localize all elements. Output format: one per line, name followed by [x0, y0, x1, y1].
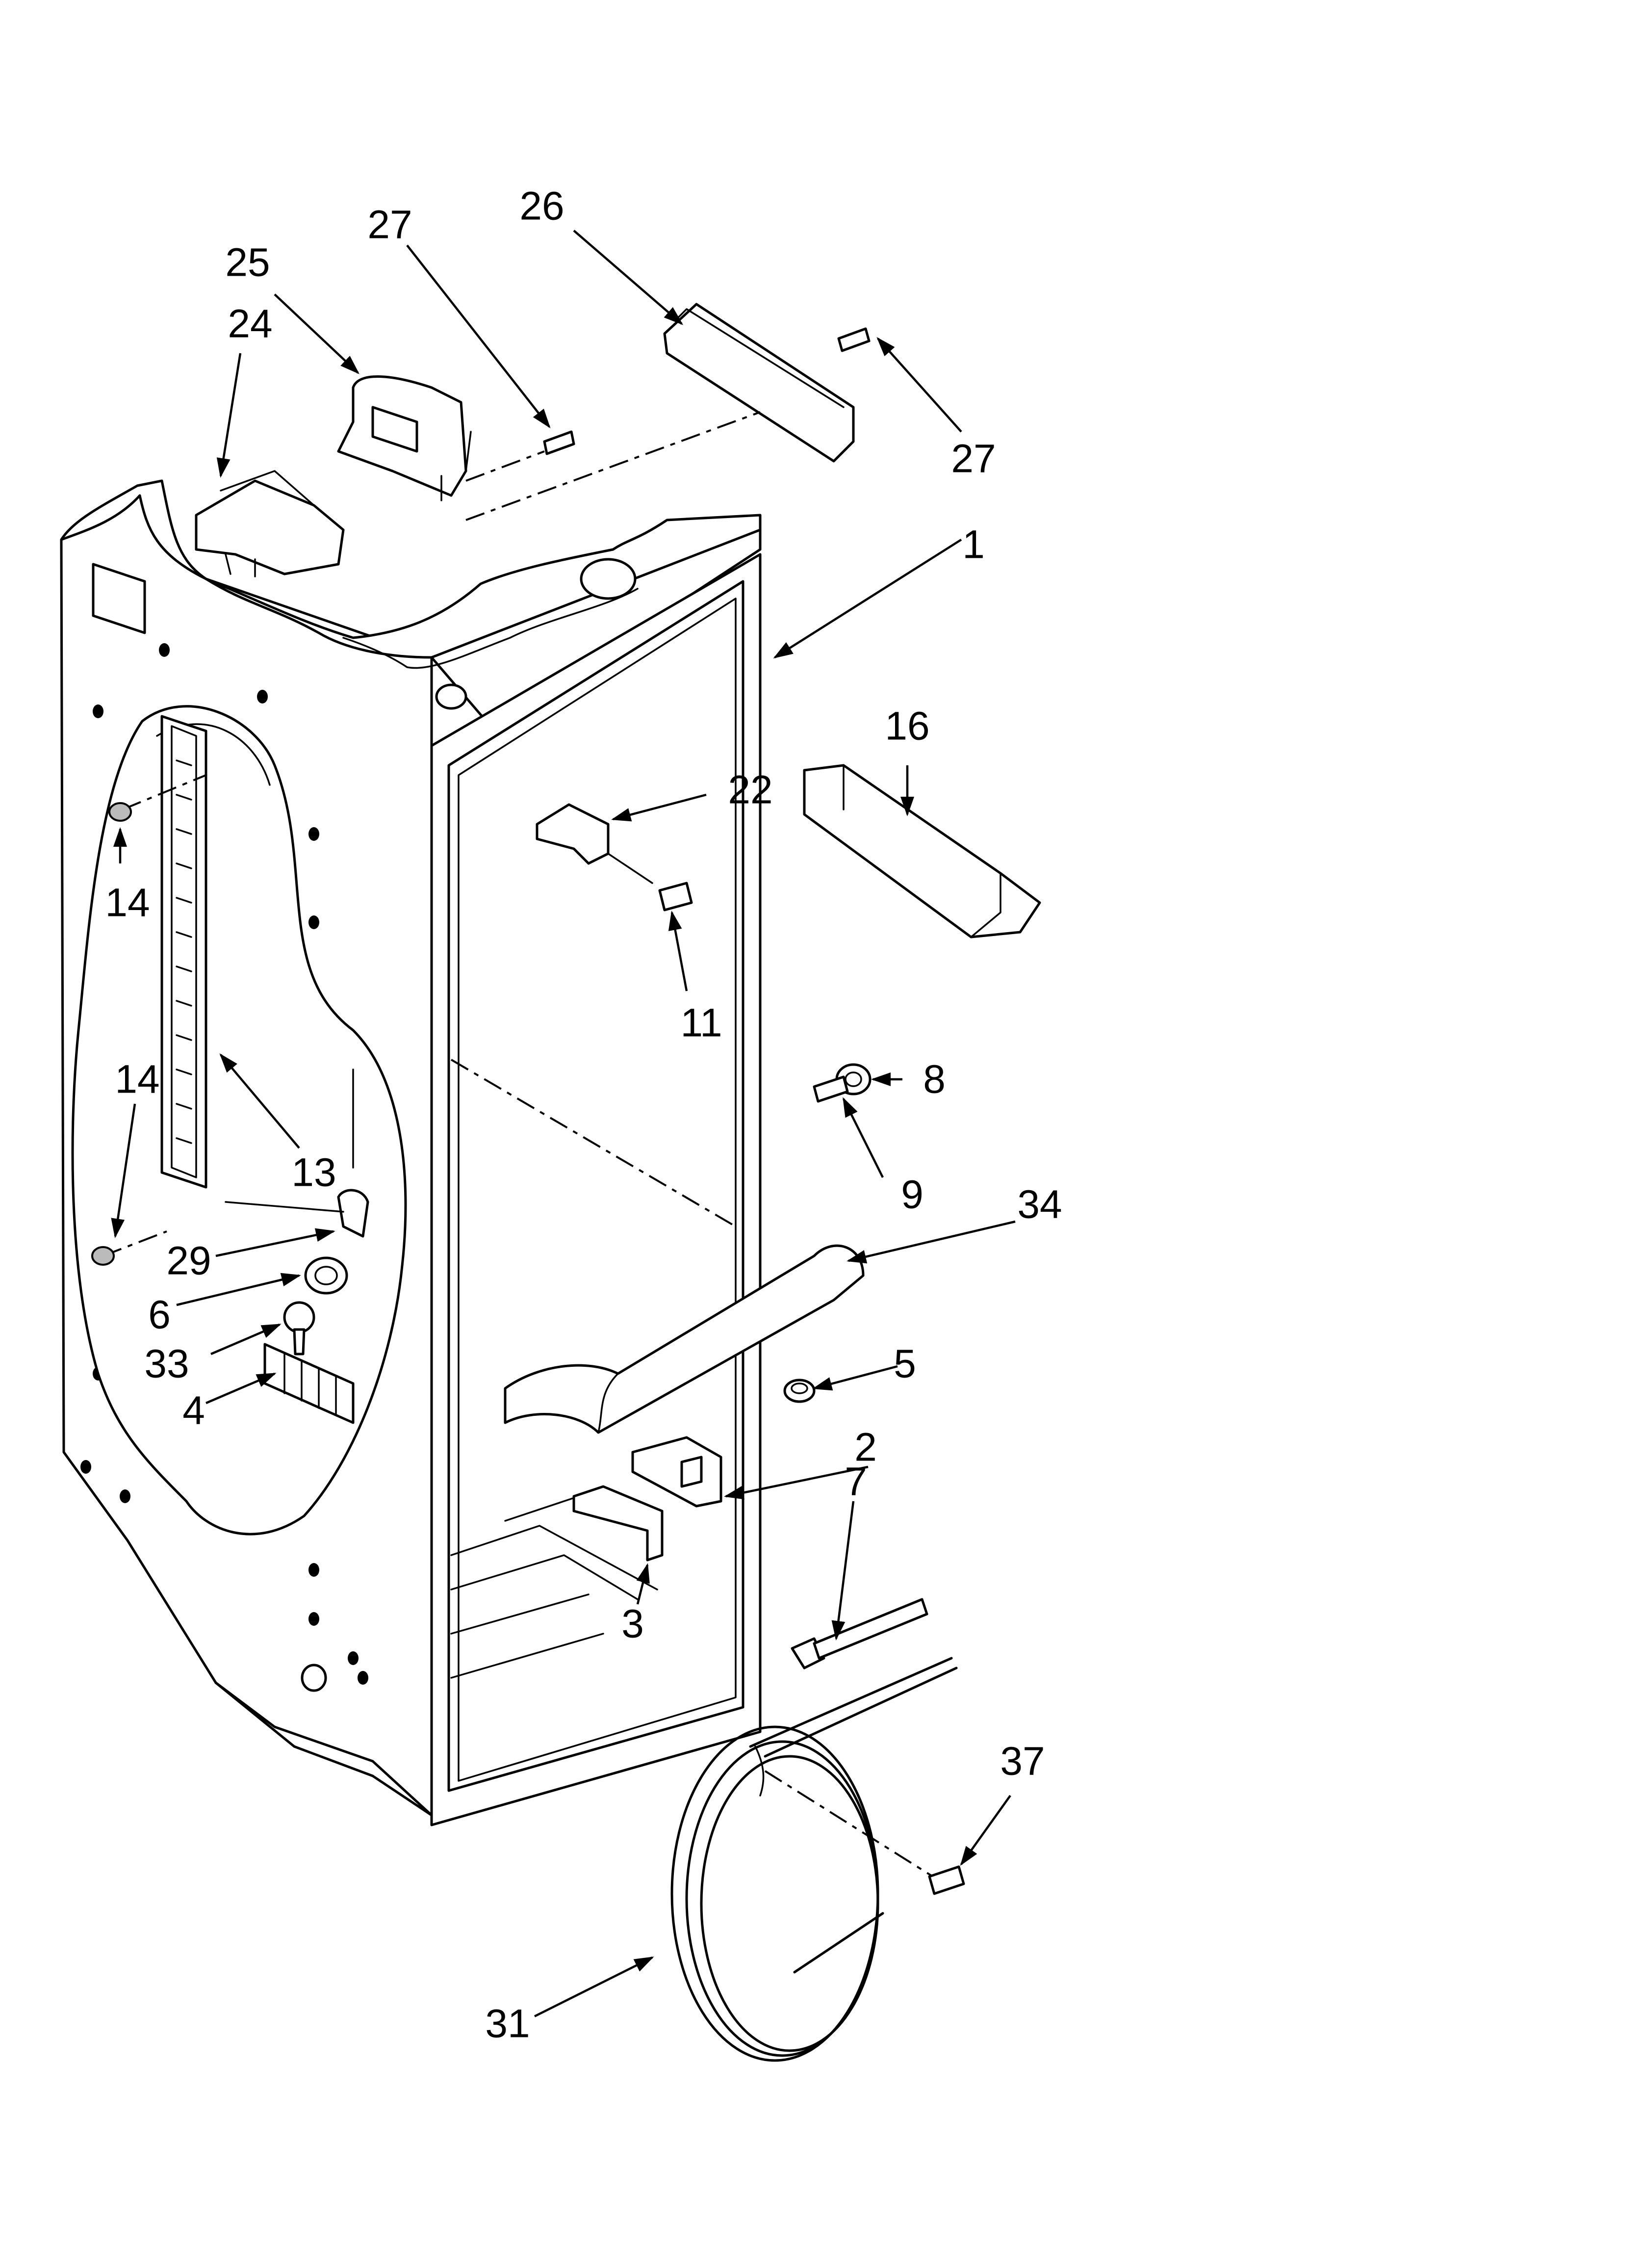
leader-2	[724, 1465, 869, 1500]
callout-1: 1	[962, 522, 985, 567]
grille-part-4	[263, 1343, 355, 1424]
plug-part-5	[783, 1379, 816, 1403]
callout-2: 2	[854, 1425, 877, 1470]
housing-part-24	[195, 470, 345, 577]
callout-9: 9	[901, 1173, 924, 1217]
bulb-part-33	[283, 1301, 315, 1356]
callout-25: 25	[225, 240, 270, 285]
leader-14-lower	[111, 1103, 136, 1238]
mounting-holes	[80, 558, 637, 1692]
callout-4: 4	[182, 1388, 205, 1433]
knob-part-6	[304, 1256, 348, 1295]
rail-part-13	[160, 715, 207, 1189]
callout-3: 3	[621, 1602, 644, 1646]
screw-part-27-right	[837, 327, 871, 352]
leader-11	[668, 911, 688, 991]
callout-24: 24	[228, 302, 272, 346]
leader-7	[831, 1501, 855, 1641]
callout-7: 7	[845, 1460, 867, 1504]
channel-part-26	[465, 303, 855, 521]
callout-6: 6	[148, 1293, 171, 1337]
callout-31: 31	[485, 2002, 530, 2046]
leader-9	[842, 1097, 884, 1178]
leader-27-left	[406, 244, 551, 429]
callout-14-lower: 14	[115, 1057, 159, 1102]
leader-6	[176, 1273, 301, 1306]
cover-part-25	[337, 375, 472, 501]
leader-31	[534, 1956, 654, 2018]
leader-3	[636, 1563, 650, 1605]
screw-part-14-upper	[108, 774, 206, 822]
callout-16: 16	[885, 704, 929, 749]
leader-33	[210, 1323, 282, 1356]
leader-13	[219, 1053, 300, 1149]
leader-37	[960, 1795, 1011, 1866]
bracket-part-29	[225, 1069, 369, 1238]
callout-11: 11	[680, 1001, 722, 1045]
leader-lines	[111, 230, 1016, 2018]
callout-13: 13	[291, 1150, 336, 1195]
screw-part-14-lower	[91, 1230, 167, 1266]
callout-22: 22	[728, 768, 772, 812]
leader-29	[215, 1228, 335, 1257]
leader-25	[274, 293, 359, 374]
leader-26	[573, 230, 684, 325]
leader-27-right	[876, 337, 962, 433]
leader-24	[216, 353, 242, 478]
callout-29: 29	[166, 1239, 211, 1283]
callout-33: 33	[144, 1342, 189, 1386]
wire-harness-part-31	[670, 1657, 958, 2062]
leader-4	[205, 1372, 277, 1405]
callout-27-left: 27	[367, 203, 412, 247]
callout-8: 8	[923, 1057, 946, 1102]
screw-part-9	[813, 1075, 849, 1103]
bracket-part-3	[572, 1485, 664, 1562]
leader-34	[847, 1220, 1016, 1264]
callout-labels: 1 2 3 4 5 6 7 8 9 11 13 14 14 16 22 24 2…	[105, 184, 1062, 2046]
leader-5	[812, 1365, 898, 1391]
callout-27-right: 27	[951, 437, 996, 481]
cabinet-liner	[60, 479, 762, 1826]
cable-tie-part-7	[791, 1598, 928, 1669]
screw-part-11	[658, 882, 693, 912]
screw-part-37	[764, 1770, 965, 1895]
leader-1	[773, 539, 962, 659]
callout-26: 26	[519, 184, 564, 229]
leader-22	[611, 793, 707, 822]
deflector-part-16	[803, 764, 1041, 938]
duct-part-34	[504, 1244, 865, 1434]
callout-37: 37	[1000, 1739, 1045, 1784]
callout-34: 34	[1017, 1182, 1062, 1227]
callout-14-upper: 14	[105, 881, 150, 925]
bracket-part-2	[631, 1436, 722, 1508]
callout-5: 5	[894, 1342, 916, 1386]
bracket-part-22	[536, 803, 653, 884]
screw-part-27-left	[465, 430, 575, 482]
